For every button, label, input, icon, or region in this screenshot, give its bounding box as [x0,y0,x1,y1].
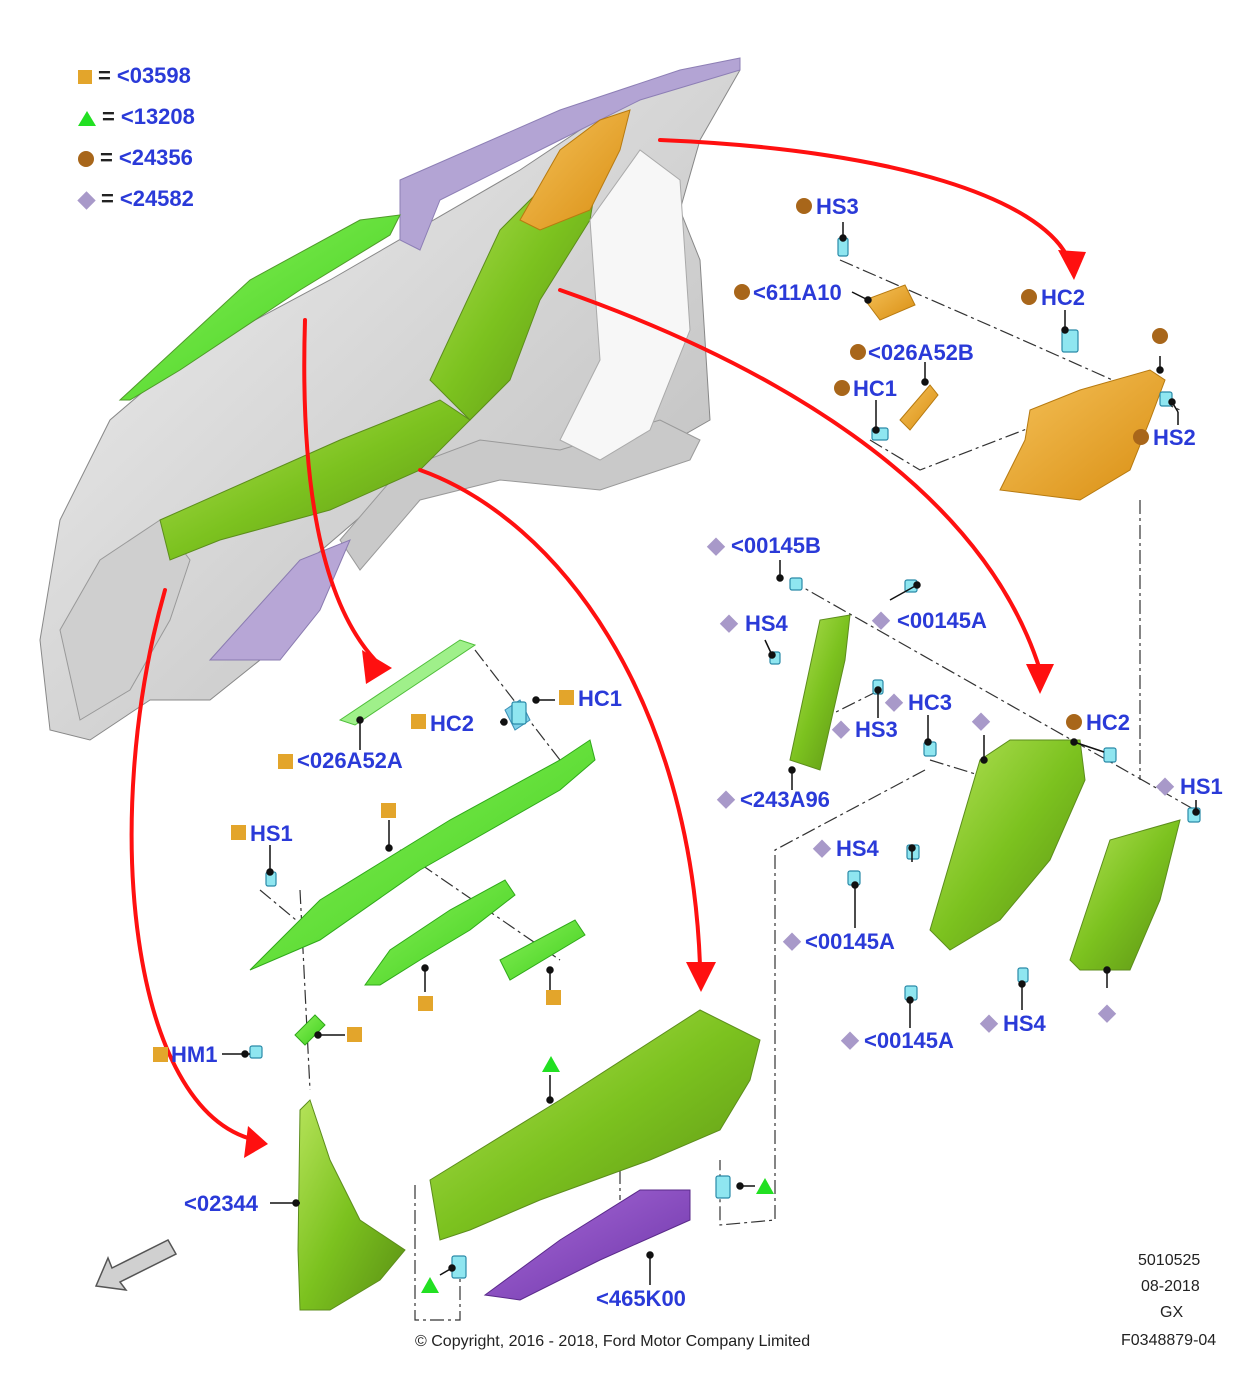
legend-code: <24582 [119,186,194,211]
document-code: 5010525 [1138,1252,1201,1269]
copyright-text: © Copyright, 2016 - 2018, Ford Motor Com… [415,1333,811,1350]
label-hs4-3: HS4 [1003,1011,1046,1036]
legend-equals: = [101,186,114,211]
label-02344: <02344 [184,1191,259,1216]
green-triangle-icon [78,110,96,126]
green-parts-right [789,614,1181,971]
legend-code: <13208 [120,104,195,129]
orange-parts [864,284,1166,501]
legend-equals: = [98,63,111,88]
label-hs4-1: HS4 [745,611,788,636]
label-hc1-right: HC1 [853,376,898,401]
direction-arrow-icon [94,1239,178,1291]
green-parts-lower [297,1009,761,1311]
label-hs4-2: HS4 [836,836,879,861]
figure-number: F0348879-04 [1121,1332,1217,1349]
label-hs1-right: HS1 [1180,774,1223,799]
label-465k00: <465K00 [596,1286,686,1311]
label-hc1-left: HC1 [578,686,623,711]
label-026a52b: <026A52B [868,340,974,365]
label-hc2-top: HC2 [1041,285,1086,310]
leader-lines [222,222,1200,1285]
legend-code: <03598 [116,63,191,88]
label-hs2: HS2 [1153,425,1196,450]
label-hs3-top: HS3 [816,194,859,219]
label-611a10: <611A10 [753,280,842,305]
label-hc2-left: HC2 [430,711,475,736]
orange-square-icon [78,70,92,85]
red-arrows [129,138,1070,1142]
legend-code: <24356 [118,145,193,170]
label-00145a-3: <00145A [864,1028,954,1053]
label-00145b: <00145B [731,533,821,558]
document-date: 08-2018 [1141,1278,1200,1295]
lilac-diamond-icon [77,190,96,210]
legend-item-circle: =<24356 [78,147,193,169]
legend-item-diamond: =<24582 [77,186,194,211]
legend-item-square: =<03598 [78,65,191,87]
green-parts-left [249,639,596,1046]
label-026a52a: <026A52A [297,748,403,773]
label-hc2-mid: HC2 [1086,710,1131,735]
legend-markers [153,198,1175,1293]
label-00145a-1: <00145A [897,608,987,633]
label-243a96: <243A96 [740,787,830,812]
label-hc3: HC3 [908,690,953,715]
vehicle-body-side [39,57,741,741]
legend-equals: = [100,145,113,170]
legend-equals: = [102,104,115,129]
brown-circle-icon [78,151,94,168]
label-hs3-mid: HS3 [855,717,898,742]
red-arrowheads [244,250,1086,1158]
legend-item-triangle: =<13208 [78,106,195,128]
label-hm1: HM1 [171,1042,218,1067]
region-code: GX [1160,1304,1184,1321]
label-hs1-left: HS1 [250,821,293,846]
label-00145a-2: <00145A [805,929,895,954]
